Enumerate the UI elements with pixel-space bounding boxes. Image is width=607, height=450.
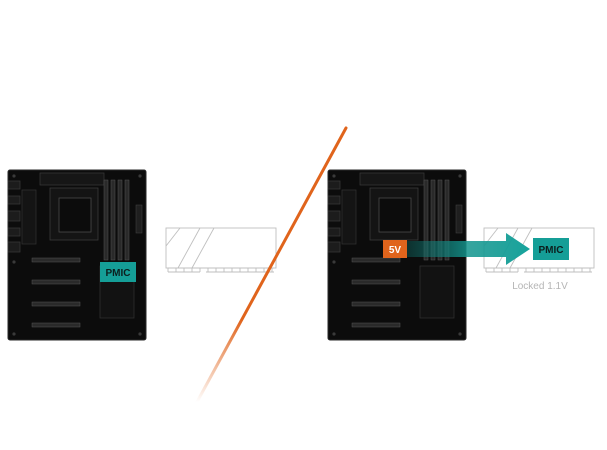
left-pmic-label: PMIC: [106, 268, 131, 279]
voltage-label: 5V: [389, 245, 402, 256]
locked-voltage-caption: Locked 1.1V: [512, 281, 568, 292]
right-pmic-chip: PMIC: [533, 238, 569, 260]
voltage-badge: 5V: [383, 240, 407, 258]
left-ram-stick: [165, 227, 277, 273]
right-pmic-label: PMIC: [539, 245, 564, 256]
divider-line: [195, 126, 348, 404]
left-pmic-chip: PMIC: [100, 262, 136, 282]
left-motherboard: [7, 169, 147, 341]
voltage-flow-arrow: [405, 233, 530, 265]
